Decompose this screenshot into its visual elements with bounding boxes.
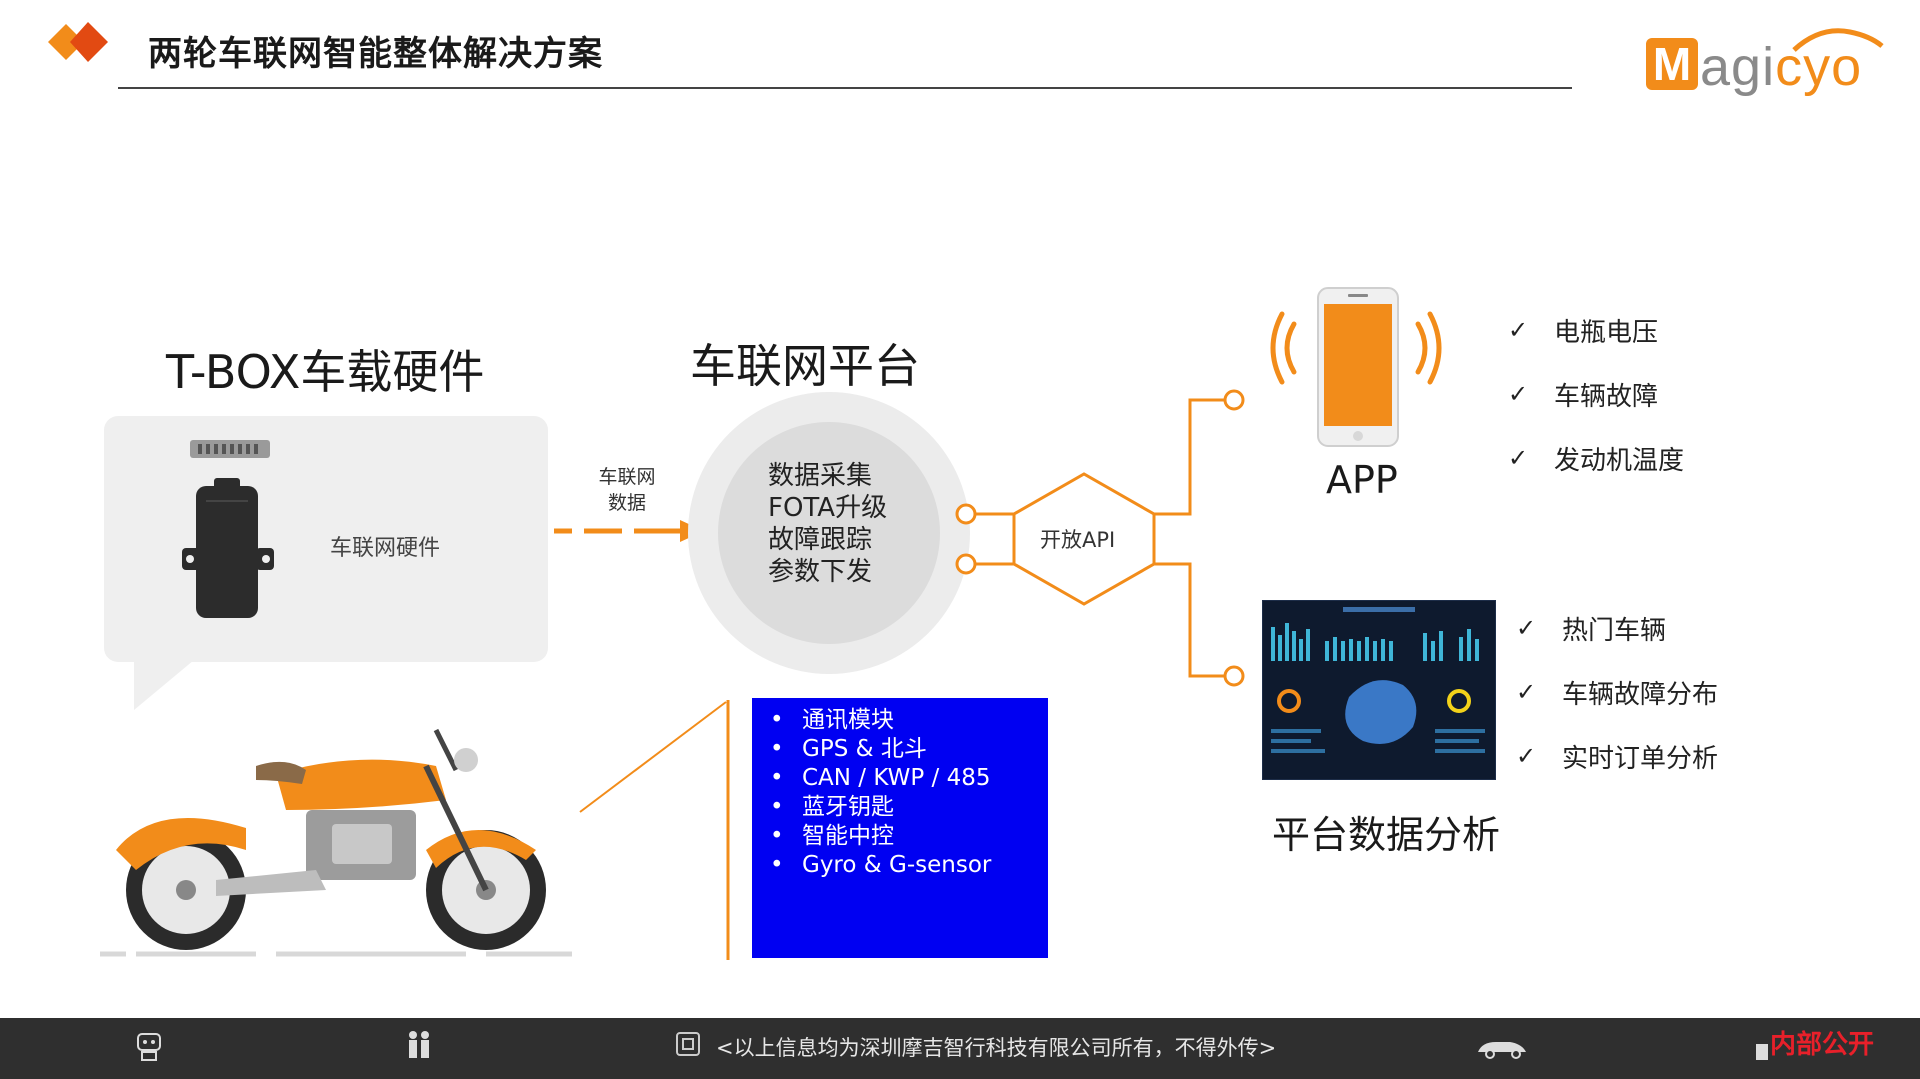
platform-core: [718, 422, 940, 644]
platform-item: FOTA升级: [768, 493, 888, 523]
robot-icon: [137, 1033, 161, 1061]
classification-tag: 内部公开: [1770, 1030, 1875, 1060]
list-item: •通讯模块: [770, 707, 894, 733]
flow-label: 车联网 数据: [598, 466, 656, 514]
platform-functions: 数据采集 FOTA升级 故障跟踪 参数下发: [768, 460, 887, 588]
list-item: ✓实时订单分析: [1516, 742, 1719, 774]
check-icon: ✓: [1508, 380, 1529, 408]
callout-line: [579, 700, 730, 960]
list-item: •蓝牙钥匙: [770, 794, 894, 820]
check-icon: ✓: [1516, 678, 1537, 706]
car-icon: [1478, 1042, 1526, 1059]
check-icon: ✓: [1508, 316, 1529, 344]
tbox-device-icon: [182, 478, 274, 618]
list-item: ✓电瓶电压: [1508, 316, 1659, 348]
platform-item: 数据采集: [768, 461, 873, 491]
car-swoosh-icon: [1792, 28, 1884, 52]
page-title: 两轮车联网智能整体解决方案: [148, 34, 603, 74]
platform-title: 车联网平台: [690, 339, 920, 393]
header-divider: [118, 87, 1572, 89]
list-item: ✓车辆故障: [1508, 380, 1659, 412]
footer-bar: [0, 1018, 1920, 1079]
platform-item: 参数下发: [768, 557, 873, 587]
check-icon: ✓: [1508, 444, 1529, 472]
check-icon: ✓: [1516, 614, 1537, 642]
data-flow-arrow: [554, 520, 704, 542]
logo-wordmark: agicyo: [1700, 37, 1863, 97]
obd-connector-icon: [190, 440, 270, 458]
lock-icon: [1756, 1044, 1768, 1060]
api-connectors: [955, 389, 1245, 687]
diamond-logo-icon: [48, 22, 108, 62]
module-feature-box: [752, 698, 1048, 958]
logo-m: M: [1646, 38, 1698, 90]
app-feature-list: ✓电瓶电压 ✓车辆故障 ✓发动机温度: [1508, 298, 1684, 490]
hardware-panel-pointer: [134, 660, 194, 710]
hardware-panel: [104, 416, 548, 662]
people-icon: [409, 1031, 429, 1058]
list-item: •CAN / KWP / 485: [770, 765, 991, 791]
analysis-feature-list: ✓热门车辆 ✓车辆故障分布 ✓实时订单分析: [1516, 596, 1718, 788]
list-item: ✓热门车辆: [1516, 614, 1667, 646]
hardware-label: 车联网硬件: [330, 536, 441, 561]
list-item: ✓车辆故障分布: [1516, 678, 1719, 710]
platform-item: 故障跟踪: [768, 525, 873, 555]
list-item: •智能中控: [770, 823, 894, 849]
analytics-dashboard-thumbnail: [1262, 600, 1496, 780]
open-api-label: 开放API: [1040, 528, 1116, 552]
check-icon: ✓: [1516, 742, 1537, 770]
confidentiality-notice: <以上信息均为深圳摩吉智行科技有限公司所有，不得外传>: [716, 1036, 1277, 1060]
module-feature-list: •通讯模块 •GPS & 北斗 •CAN / KWP / 485 •蓝牙钥匙 •…: [770, 706, 991, 880]
tbox-title: T-BOX车载硬件: [166, 345, 485, 399]
brand-logo: M agicyo: [1640, 20, 1890, 110]
list-item: •Gyro & G-sensor: [770, 852, 992, 878]
dashboard-graphic: [1271, 607, 1485, 753]
list-item: •GPS & 北斗: [770, 736, 927, 762]
list-item: ✓发动机温度: [1508, 444, 1685, 476]
app-label: APP: [1326, 458, 1398, 502]
document-icon: [676, 1032, 700, 1056]
analysis-label: 平台数据分析: [1272, 813, 1501, 857]
motorcycle-illustration: [100, 728, 572, 957]
smartphone-icon: [1270, 287, 1442, 447]
